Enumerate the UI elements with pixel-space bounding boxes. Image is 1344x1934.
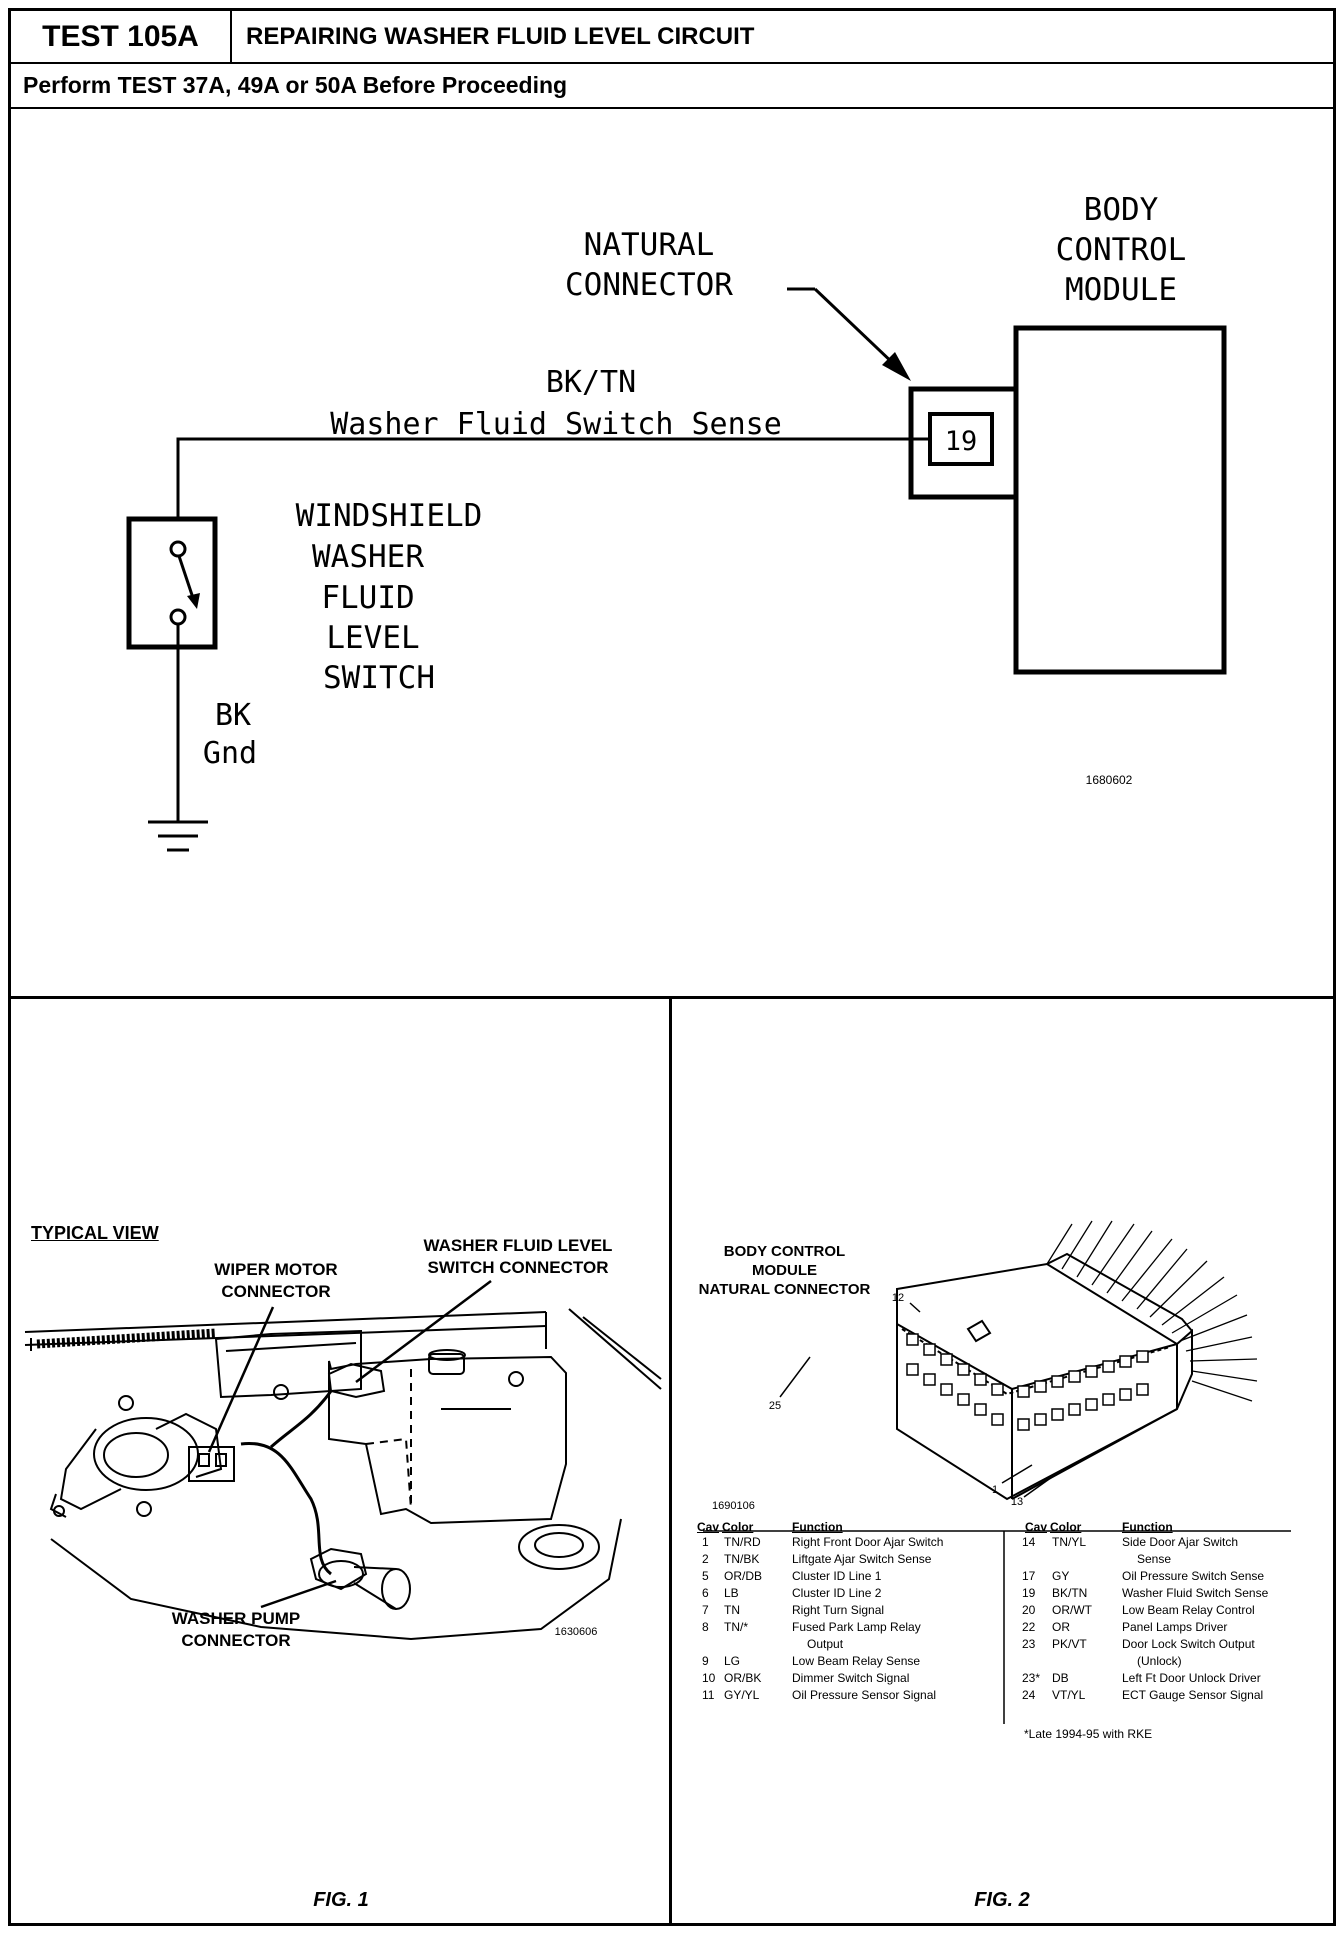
wire-color-label: BK/TN	[546, 365, 636, 400]
test-title: REPAIRING WASHER FLUID LEVEL CIRCUIT	[246, 23, 755, 50]
prerequisite-note: Perform TEST 37A, 49A or 50A Before Proc…	[23, 72, 568, 98]
test-id: TEST 105A	[11, 11, 232, 62]
connector-wire-bundle	[1046, 1220, 1258, 1402]
schematic-svg: BODY CONTROL MODULE 19 NATURAL CONNECTOR…	[126, 192, 1227, 852]
fig1-leader-lines	[207, 1279, 492, 1609]
schematic-panel: BODY CONTROL MODULE 19 NATURAL CONNECTOR…	[11, 109, 1333, 999]
level-switch-box	[126, 516, 218, 650]
body-control-module-box	[1013, 325, 1227, 675]
module-label-line3: MODULE	[1065, 272, 1177, 308]
right-header-color: Color	[1050, 1520, 1082, 1534]
fig1-figure-code: 1630606	[555, 1626, 598, 1638]
module-label-line2: CONTROL	[1056, 232, 1187, 268]
callout-1: 1	[992, 1484, 998, 1496]
prerequisite-row: Perform TEST 37A, 49A or 50A Before Proc…	[11, 64, 1333, 109]
schematic-figure-code: 1680602	[1086, 773, 1133, 787]
fig1-panel: TYPICAL VIEW WIPER MOTOR CONNECTOR WASHE…	[11, 999, 672, 1923]
header-row: TEST 105A REPAIRING WASHER FLUID LEVEL C…	[11, 11, 1333, 64]
switch-arm	[177, 555, 196, 602]
ground-label: Gnd	[203, 736, 257, 771]
test-page-frame: TEST 105A REPAIRING WASHER FLUID LEVEL C…	[8, 8, 1336, 1926]
switch-label-line2: WASHER	[312, 539, 424, 575]
table-footnote: *Late 1994-95 with RKE	[1024, 1727, 1153, 1741]
engine-bay-drawing	[24, 1308, 662, 1641]
fig2-title: BODY CONTROL MODULE NATURAL CONNECTOR	[698, 1243, 871, 1298]
fig1-illustration: 1630606 FIG. 1	[24, 1279, 662, 1911]
callout-13: 13	[1011, 1496, 1023, 1508]
bk-tn-wire	[176, 437, 930, 519]
fig2-connector-drawing: 12 25 1 13 1690106 FIG. 2	[703, 1220, 1291, 1911]
table-row-continuation: Output	[807, 1637, 844, 1651]
cavity-number: 19	[945, 426, 978, 457]
level-switch-connector-label: WASHER FLUID LEVEL SWITCH CONNECTOR	[423, 1236, 613, 1277]
wire-function-label: Washer Fluid Switch Sense	[330, 407, 782, 442]
connector-body	[896, 1252, 1193, 1501]
switch-arm-tip	[187, 593, 200, 609]
connector-label-line1: NATURAL	[584, 227, 715, 263]
switch-label-line3: FLUID	[321, 580, 414, 616]
switch-label-line4: LEVEL	[326, 620, 419, 656]
washer-pump-connector-label: WASHER PUMP CONNECTOR	[171, 1609, 301, 1650]
connector-cavities	[906, 1333, 1149, 1431]
fig2-caption: FIG. 2	[974, 1889, 1030, 1911]
switch-label-line1: WINDSHIELD	[296, 498, 483, 534]
table-row-continuation: (Unlock)	[1137, 1654, 1182, 1668]
connector-label-line2: CONNECTOR	[565, 267, 733, 303]
typical-view-label: TYPICAL VIEW	[31, 1223, 159, 1243]
switch-label-line5: SWITCH	[323, 660, 435, 696]
table-row-continuation: Sense	[1137, 1552, 1172, 1566]
fig2-callout-leaders	[779, 1302, 1053, 1498]
ground-symbol	[148, 820, 208, 852]
right-header-function: Function	[1122, 1520, 1173, 1534]
wiper-motor-connector-label: WIPER MOTOR CONNECTOR	[214, 1260, 338, 1301]
left-header-function: Function	[792, 1520, 843, 1534]
fig1-caption: FIG. 1	[313, 1889, 369, 1911]
fig2-figure-code: 1690106	[712, 1500, 755, 1512]
callout-12: 12	[892, 1292, 904, 1304]
switch-contact-top	[169, 540, 187, 558]
module-label-line1: BODY	[1084, 192, 1159, 228]
left-header-color: Color	[722, 1520, 754, 1534]
fig2-panel: BODY CONTROL MODULE NATURAL CONNECTOR	[672, 999, 1333, 1923]
ground-color-label: BK	[215, 698, 251, 733]
right-header-cav: Cav	[1025, 1520, 1048, 1534]
callout-25: 25	[769, 1400, 781, 1412]
left-header-cav: Cav	[697, 1520, 720, 1534]
natural-connector-box	[908, 386, 1019, 500]
switch-contact-bottom	[169, 608, 187, 626]
connector-pointer-arrow	[787, 287, 911, 381]
